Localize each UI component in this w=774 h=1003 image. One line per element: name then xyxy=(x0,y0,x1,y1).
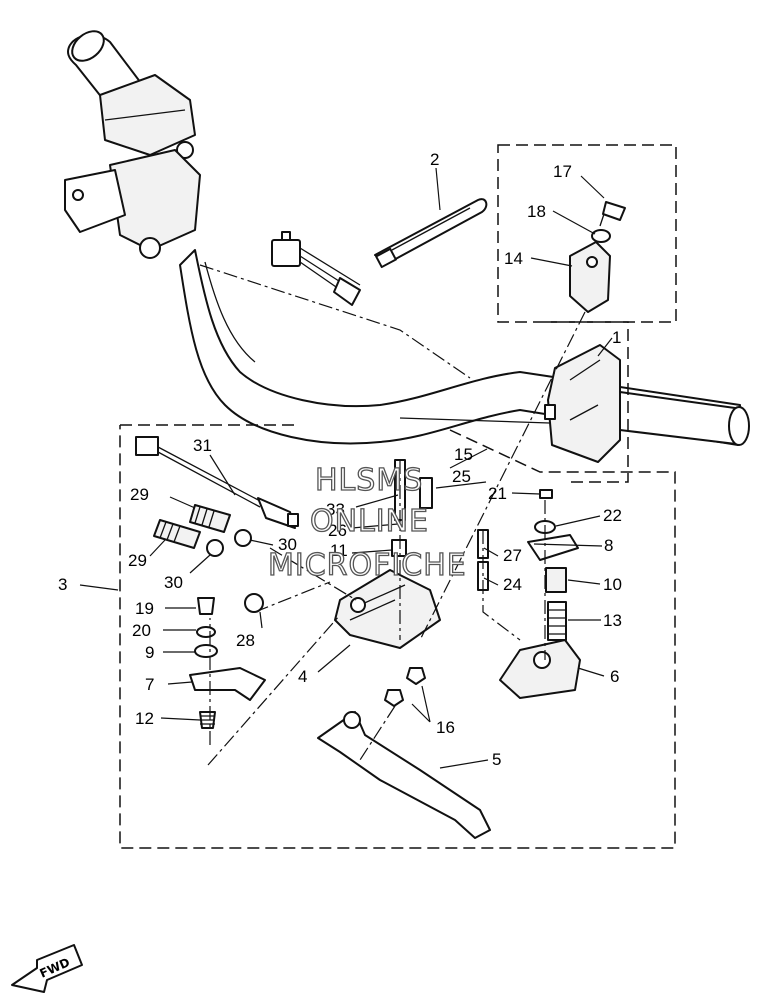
callout-31: 31 xyxy=(193,436,212,455)
callout-7: 7 xyxy=(145,675,154,694)
callout-12: 12 xyxy=(135,709,154,728)
callout-30b: 30 xyxy=(164,573,183,592)
callout-18: 18 xyxy=(527,202,546,221)
center-lines xyxy=(199,264,586,766)
watermark: HLSMS ONLINE MICROFICHE xyxy=(267,462,467,583)
left-small-parts xyxy=(189,593,266,729)
callout-15: 15 xyxy=(454,445,473,464)
leader-lines xyxy=(79,167,613,769)
callout-10: 10 xyxy=(603,575,622,594)
callout-29a: 29 xyxy=(130,485,149,504)
wire-connector xyxy=(271,231,361,306)
left-grip xyxy=(67,30,196,159)
switch-clamp-group xyxy=(569,201,626,313)
callout-27: 27 xyxy=(503,546,522,565)
callout-2: 2 xyxy=(430,150,439,169)
callout-1: 1 xyxy=(612,328,621,347)
callout-22: 22 xyxy=(603,506,622,525)
callout-25: 25 xyxy=(452,467,471,486)
right-small-parts xyxy=(477,489,581,699)
callout-24: 24 xyxy=(503,575,522,594)
clutch-switch-cable xyxy=(135,436,299,529)
callout-26: 26 xyxy=(328,521,347,540)
fwd-arrow: FWD xyxy=(11,944,83,993)
callout-20: 20 xyxy=(132,621,151,640)
callout-6: 6 xyxy=(610,667,619,686)
watermark-line-1: HLSMS xyxy=(315,463,423,498)
adjuster-bolts xyxy=(153,504,252,557)
callout-13: 13 xyxy=(603,611,622,630)
callout-29b: 29 xyxy=(128,551,147,570)
callout-labels: 1 2 3 4 5 6 7 8 9 10 11 12 13 14 15 16 1… xyxy=(58,150,622,769)
callout-11: 11 xyxy=(330,541,348,560)
callout-21: 21 xyxy=(488,484,507,503)
cable-band xyxy=(374,198,488,269)
callout-16: 16 xyxy=(436,718,455,737)
callout-5: 5 xyxy=(492,750,501,769)
right-switch-housing xyxy=(544,344,750,463)
callout-8: 8 xyxy=(604,536,613,555)
callout-19: 19 xyxy=(135,599,154,618)
watermark-line-3: MICROFICHE xyxy=(268,548,467,583)
callout-4: 4 xyxy=(298,667,307,686)
watermark-line-2: ONLINE xyxy=(310,504,429,539)
callout-33: 33 xyxy=(326,500,345,519)
callout-28: 28 xyxy=(236,631,255,650)
callout-17: 17 xyxy=(553,162,572,181)
dashed-boundaries xyxy=(119,144,677,849)
left-master-cylinder xyxy=(64,149,201,259)
callout-14: 14 xyxy=(504,249,523,268)
callout-3: 3 xyxy=(58,575,67,594)
brake-lever xyxy=(317,667,491,839)
callout-9: 9 xyxy=(145,643,154,662)
callout-30a: 30 xyxy=(278,535,297,554)
